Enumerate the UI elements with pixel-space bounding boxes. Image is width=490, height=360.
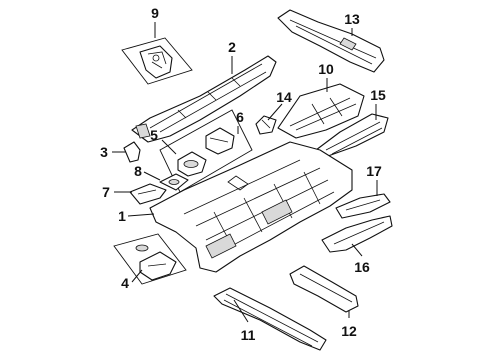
callout-17: 17 [366, 163, 382, 179]
part-12-rail [289, 265, 359, 313]
callout-13: 13 [344, 11, 360, 27]
leader-4 [131, 269, 143, 283]
part-9-bracket [121, 37, 193, 85]
part-15-side-panel [315, 113, 389, 157]
callout-16: 16 [354, 259, 370, 275]
leader-1 [127, 213, 155, 217]
callout-12: 12 [341, 323, 357, 339]
leader-5 [161, 139, 177, 155]
callout-5: 5 [150, 127, 158, 143]
leader-14 [267, 103, 283, 121]
part-16-reinforcement [321, 215, 393, 253]
leader-16 [351, 243, 363, 257]
callout-8: 8 [134, 163, 142, 179]
part-8-plates [159, 173, 189, 191]
callout-14: 14 [276, 89, 292, 105]
leader-lines [112, 22, 378, 323]
callout-10: 10 [318, 61, 334, 77]
callout-2: 2 [228, 39, 236, 55]
part-4-bracket-set [113, 233, 187, 285]
part-17-bracket [335, 193, 391, 219]
callout-15: 15 [370, 87, 386, 103]
part-13-crossmember [277, 9, 385, 73]
callout-11: 11 [241, 327, 256, 343]
callout-3: 3 [100, 144, 108, 160]
callout-labels: 9 13 2 10 14 15 6 5 3 8 7 1 17 16 4 11 1… [100, 5, 386, 343]
leader-11 [233, 299, 249, 323]
part-14-bracket [255, 115, 277, 135]
callout-6: 6 [236, 109, 244, 125]
part-7-bracket [129, 183, 167, 205]
part-6-reinforcement-set [159, 109, 253, 193]
callout-1: 1 [118, 208, 126, 224]
callout-4: 4 [121, 275, 129, 291]
callout-7: 7 [102, 184, 110, 200]
part-10-floor-section [277, 83, 365, 139]
callout-9: 9 [151, 5, 159, 21]
leader-8 [143, 171, 161, 181]
part-2-floor-panel [131, 55, 277, 143]
part-1-main-floor-pan [149, 141, 353, 273]
part-3-clip [123, 141, 141, 163]
part-11-rail [213, 287, 327, 351]
